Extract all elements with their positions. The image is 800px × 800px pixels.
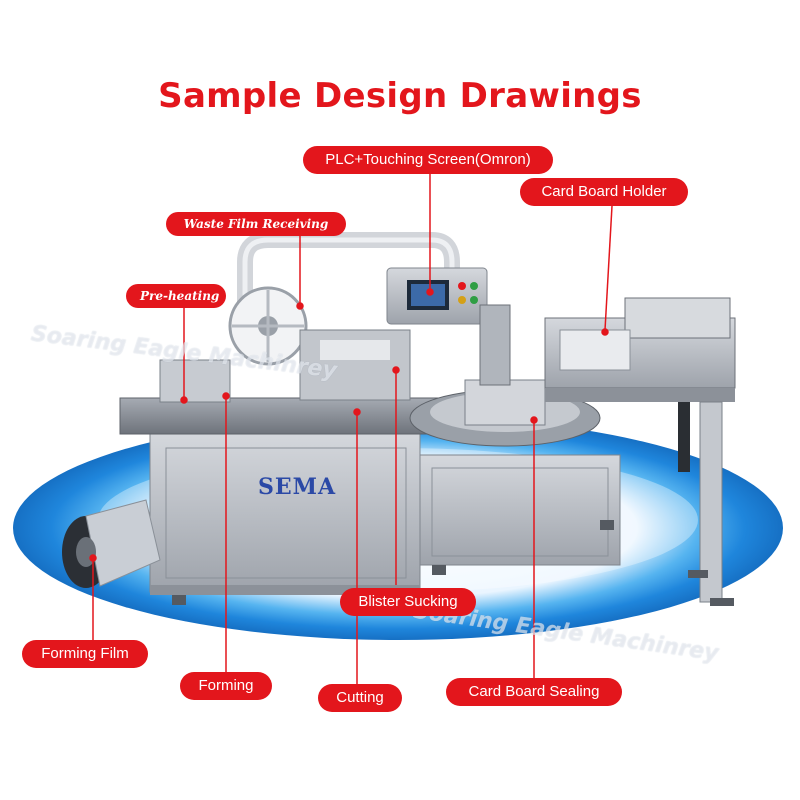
label-forming-film: Forming Film xyxy=(22,640,148,668)
label-cutting: Cutting xyxy=(318,684,402,712)
page-title: Sample Design Drawings xyxy=(158,76,642,116)
label-blister-sucking: Blister Sucking xyxy=(340,588,476,616)
label-pre-heating: Pre-heating xyxy=(126,284,226,308)
label-forming: Forming xyxy=(180,672,272,700)
sema-logo: SEMA xyxy=(258,474,337,500)
center-cabinet xyxy=(419,454,621,566)
leader-lines xyxy=(89,172,613,684)
main-cabinet xyxy=(149,431,421,593)
label-card-board-holder: Card Board Holder xyxy=(520,178,688,206)
label-card-board-sealing: Card Board Sealing xyxy=(446,678,622,706)
work-bed xyxy=(119,397,441,435)
label-waste-film: Waste Film Receiving xyxy=(166,212,346,236)
label-plc: PLC+Touching Screen(Omron) xyxy=(303,146,553,174)
